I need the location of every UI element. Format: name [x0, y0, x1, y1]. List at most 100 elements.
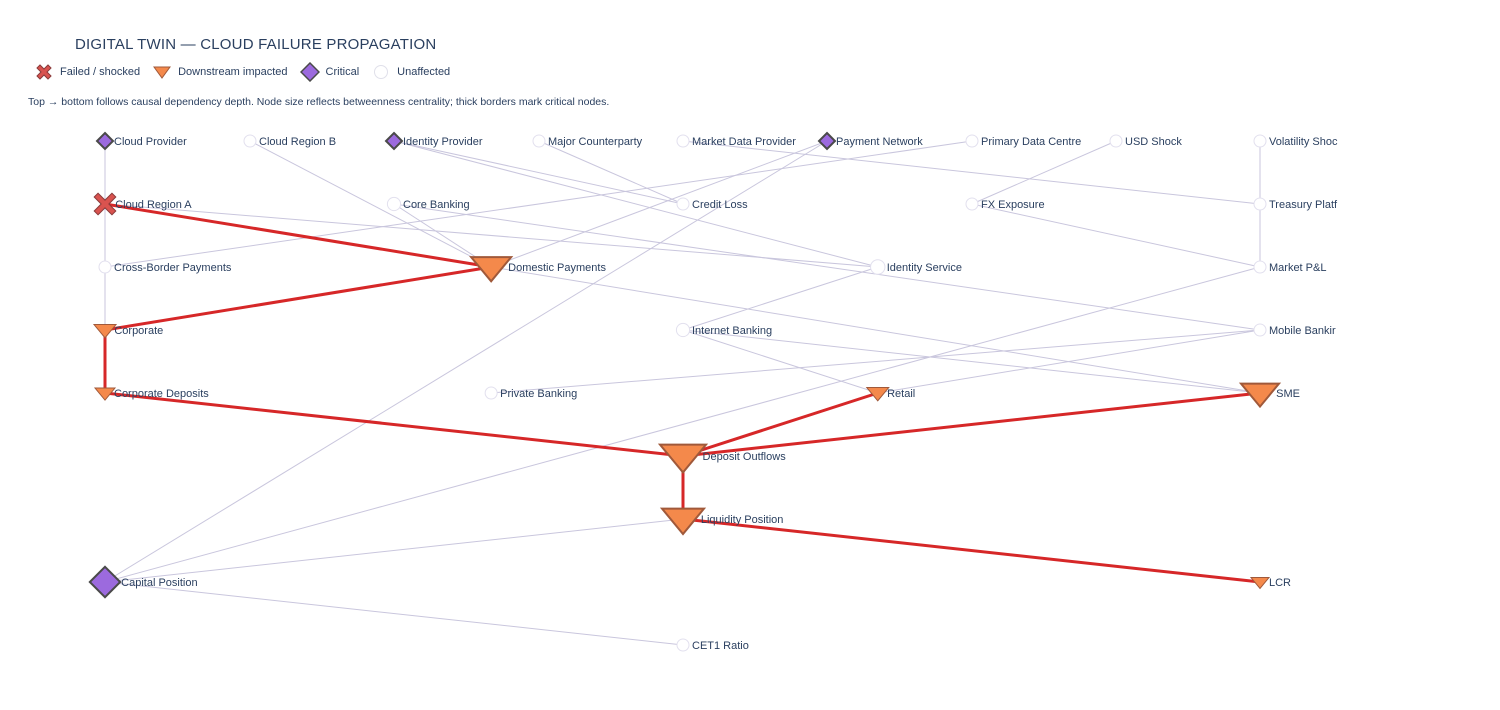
node-identity-provider[interactable]: Identity Provider [384, 131, 483, 151]
propagation-edge-cloud_region_a-to-domestic_payments [104, 202, 492, 269]
node-label: Major Counterparty [548, 136, 643, 148]
impacted-triangle-icon [92, 324, 118, 339]
critical-diamond-icon [95, 131, 115, 151]
node-corporate-deposits[interactable]: Corporate Deposits [93, 387, 209, 401]
node-label: Retail [887, 388, 915, 400]
impacted-triangle-icon [659, 507, 707, 536]
node-label: Volatility Shoc [1269, 136, 1338, 148]
dependency-edge-usd_shock-to-fx_exposure [971, 140, 1117, 205]
dependency-edge-core_banking-to-mobile_banking [393, 203, 1261, 331]
node-label: Core Banking [403, 199, 470, 211]
node-deposit-outflows[interactable]: Deposit Outflows [657, 443, 786, 475]
node-sme[interactable]: SME [1238, 382, 1300, 409]
impacted-triangle-icon [1249, 577, 1271, 590]
unaffected-circle-icon [1109, 134, 1123, 148]
node-cet1-ratio[interactable]: CET1 Ratio [676, 638, 749, 652]
impacted-triangle-icon [657, 443, 709, 475]
node-mobile-banking[interactable]: Mobile Bankir [1253, 323, 1336, 337]
node-cloud-region-a[interactable]: Cloud Region A [93, 192, 192, 216]
node-label: SME [1276, 388, 1300, 400]
dependency-edge-payment_network-to-capital_position [104, 140, 828, 583]
dependency-edge-internet_banking-to-retail [682, 329, 878, 394]
propagation-edge-liquidity_position-to-lcr [682, 517, 1261, 584]
impacted-triangle-icon [1238, 382, 1282, 409]
node-liquidity-position[interactable]: Liquidity Position [659, 507, 784, 536]
critical-diamond-icon [384, 131, 404, 151]
unaffected-circle-icon [1253, 323, 1267, 337]
node-internet-banking[interactable]: Internet Banking [675, 322, 772, 338]
dependency-edge-cloud_region_b-to-domestic_payments [249, 140, 492, 268]
dependency-edge-identity_provider-to-identity_service [393, 140, 878, 268]
node-label: Identity Service [887, 262, 962, 274]
node-label: Market Data Provider [692, 136, 796, 148]
node-label: Cross-Border Payments [114, 262, 232, 274]
dependency-edge-mobile_banking-to-retail [877, 329, 1261, 394]
node-label: Corporate Deposits [114, 388, 209, 400]
node-retail[interactable]: Retail [865, 387, 915, 402]
unaffected-circle-icon [676, 638, 690, 652]
dependency-edge-identity_service-to-internet_banking [682, 266, 878, 331]
node-lcr[interactable]: LCR [1249, 577, 1291, 590]
legend-label-failed: Failed / shocked [60, 66, 141, 78]
dependency-edge-primary_data_centre-to-cross_border_payments [104, 140, 973, 268]
node-label: Capital Position [121, 577, 197, 589]
node-label: Market P&L [1269, 262, 1326, 274]
unaffected-circle-icon [965, 134, 979, 148]
nodes-layer: Cloud Provider Cloud Region B Identity Pro… [88, 131, 1338, 652]
legend-item-critical[interactable]: Critical [299, 62, 360, 82]
legend-item-failed[interactable]: Failed / shocked [34, 62, 140, 82]
node-label: USD Shock [1125, 136, 1182, 148]
node-private-banking[interactable]: Private Banking [484, 386, 577, 400]
failed-x-icon [36, 64, 52, 80]
unaffected-circle-icon [1253, 197, 1267, 211]
node-primary-data-centre[interactable]: Primary Data Centre [965, 134, 1081, 148]
legend-item-unaffected[interactable]: Unaffected [371, 62, 450, 82]
dependency-edge-cloud_region_a-to-identity_service [104, 203, 878, 268]
node-major-counterparty[interactable]: Major Counterparty [532, 134, 643, 148]
node-capital-position[interactable]: Capital Position [88, 565, 198, 599]
impacted-triangle-icon [469, 256, 514, 283]
node-label: Identity Provider [403, 136, 483, 148]
node-label: Liquidity Position [701, 514, 784, 526]
dependency-edge-liquidity_position-to-capital_position [104, 518, 684, 583]
dependency-edge-mobile_banking-to-private_banking [491, 329, 1261, 394]
node-label: Private Banking [500, 388, 577, 400]
node-fx-exposure[interactable]: FX Exposure [965, 197, 1045, 211]
node-core-banking[interactable]: Core Banking [386, 196, 470, 212]
node-cloud-provider[interactable]: Cloud Provider [95, 131, 187, 151]
unaffected-circle-icon [870, 259, 886, 275]
node-volatility-shock[interactable]: Volatility Shoc [1253, 134, 1338, 148]
node-label: Credit Loss [692, 199, 748, 211]
node-label: Mobile Bankir [1269, 325, 1336, 337]
node-identity-service[interactable]: Identity Service [870, 259, 962, 275]
unaffected-circle-icon [386, 196, 402, 212]
node-corporate[interactable]: Corporate [92, 324, 163, 339]
node-label: Cloud Region B [259, 136, 336, 148]
node-treasury-platform[interactable]: Treasury Platf [1253, 197, 1338, 211]
node-label: Corporate [114, 325, 163, 337]
node-cloud-region-b[interactable]: Cloud Region B [243, 134, 336, 148]
node-label: Cloud Provider [114, 136, 187, 148]
node-label: FX Exposure [981, 199, 1045, 211]
legend-label-critical: Critical [325, 66, 360, 78]
node-usd-shock[interactable]: USD Shock [1109, 134, 1182, 148]
legend-item-impacted[interactable]: Downstream impacted [152, 62, 288, 82]
impacted-triangle-icon [865, 387, 890, 402]
legend-label-unaffected: Unaffected [397, 66, 451, 78]
node-market-data-provider[interactable]: Market Data Provider [676, 134, 796, 148]
node-payment-network[interactable]: Payment Network [817, 131, 923, 151]
node-label: Cloud Region A [115, 199, 192, 211]
propagation-edge-deposit_outflows-to-retail [682, 391, 879, 458]
unaffected-circle-icon [243, 134, 257, 148]
propagation-edge-domestic_payments-to-corporate [104, 265, 492, 332]
propagation-edge-corporate_deposits-to-deposit_outflows [104, 391, 684, 458]
critical-diamond-icon [817, 131, 837, 151]
unaffected-circle-icon [676, 134, 690, 148]
node-cross-border-payments[interactable]: Cross-Border Payments [98, 260, 232, 274]
dependency-edge-identity_provider-to-credit_loss [393, 140, 684, 205]
unaffected-circle-icon [676, 197, 690, 211]
node-label: Internet Banking [692, 325, 772, 337]
node-credit-loss[interactable]: Credit Loss [676, 197, 748, 211]
node-domestic-payments[interactable]: Domestic Payments [469, 256, 606, 283]
node-market-pnl[interactable]: Market P&L [1253, 260, 1326, 274]
